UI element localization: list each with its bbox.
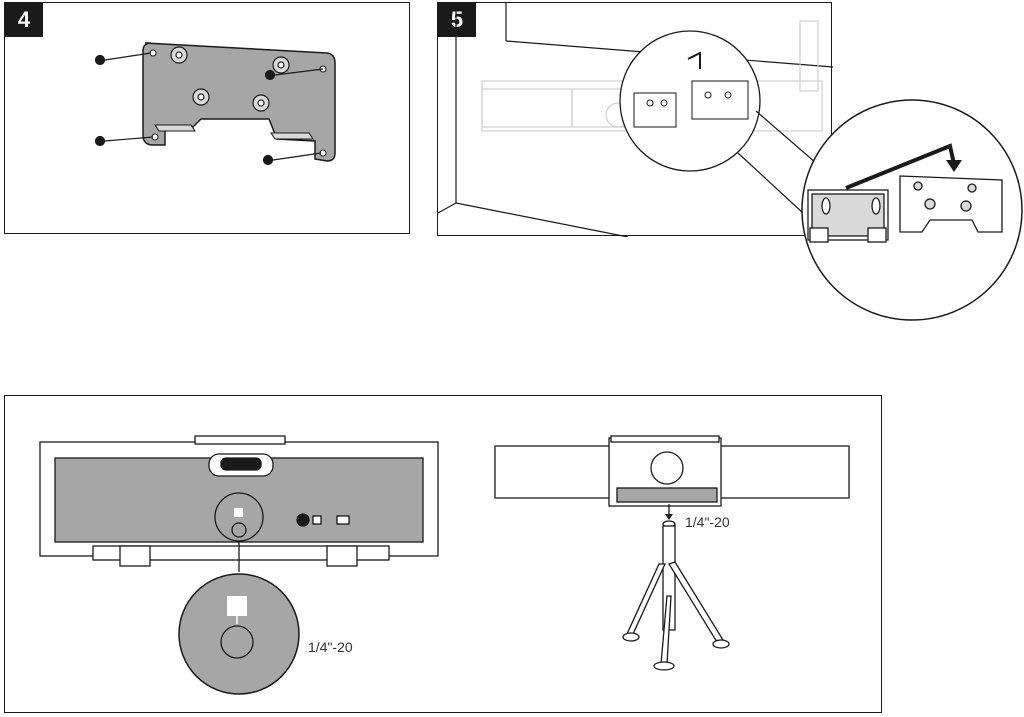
thread-size-label-tripod: 1/4"-20 xyxy=(685,514,730,530)
step-5-panel: 5 xyxy=(437,2,833,237)
tripod-mount-panel: 1/4"-20 1/4"-20 xyxy=(4,395,882,713)
device-tripod-illustration xyxy=(39,435,850,695)
step-5-badge: 5 xyxy=(438,3,476,37)
thread-size-label-detail: 1/4"-20 xyxy=(308,639,353,655)
step-4-panel: 4 xyxy=(4,2,410,234)
mounting-plate-illustration xyxy=(94,42,336,166)
step-4-badge: 4 xyxy=(5,3,43,37)
wall-mount-illustration xyxy=(438,3,833,237)
